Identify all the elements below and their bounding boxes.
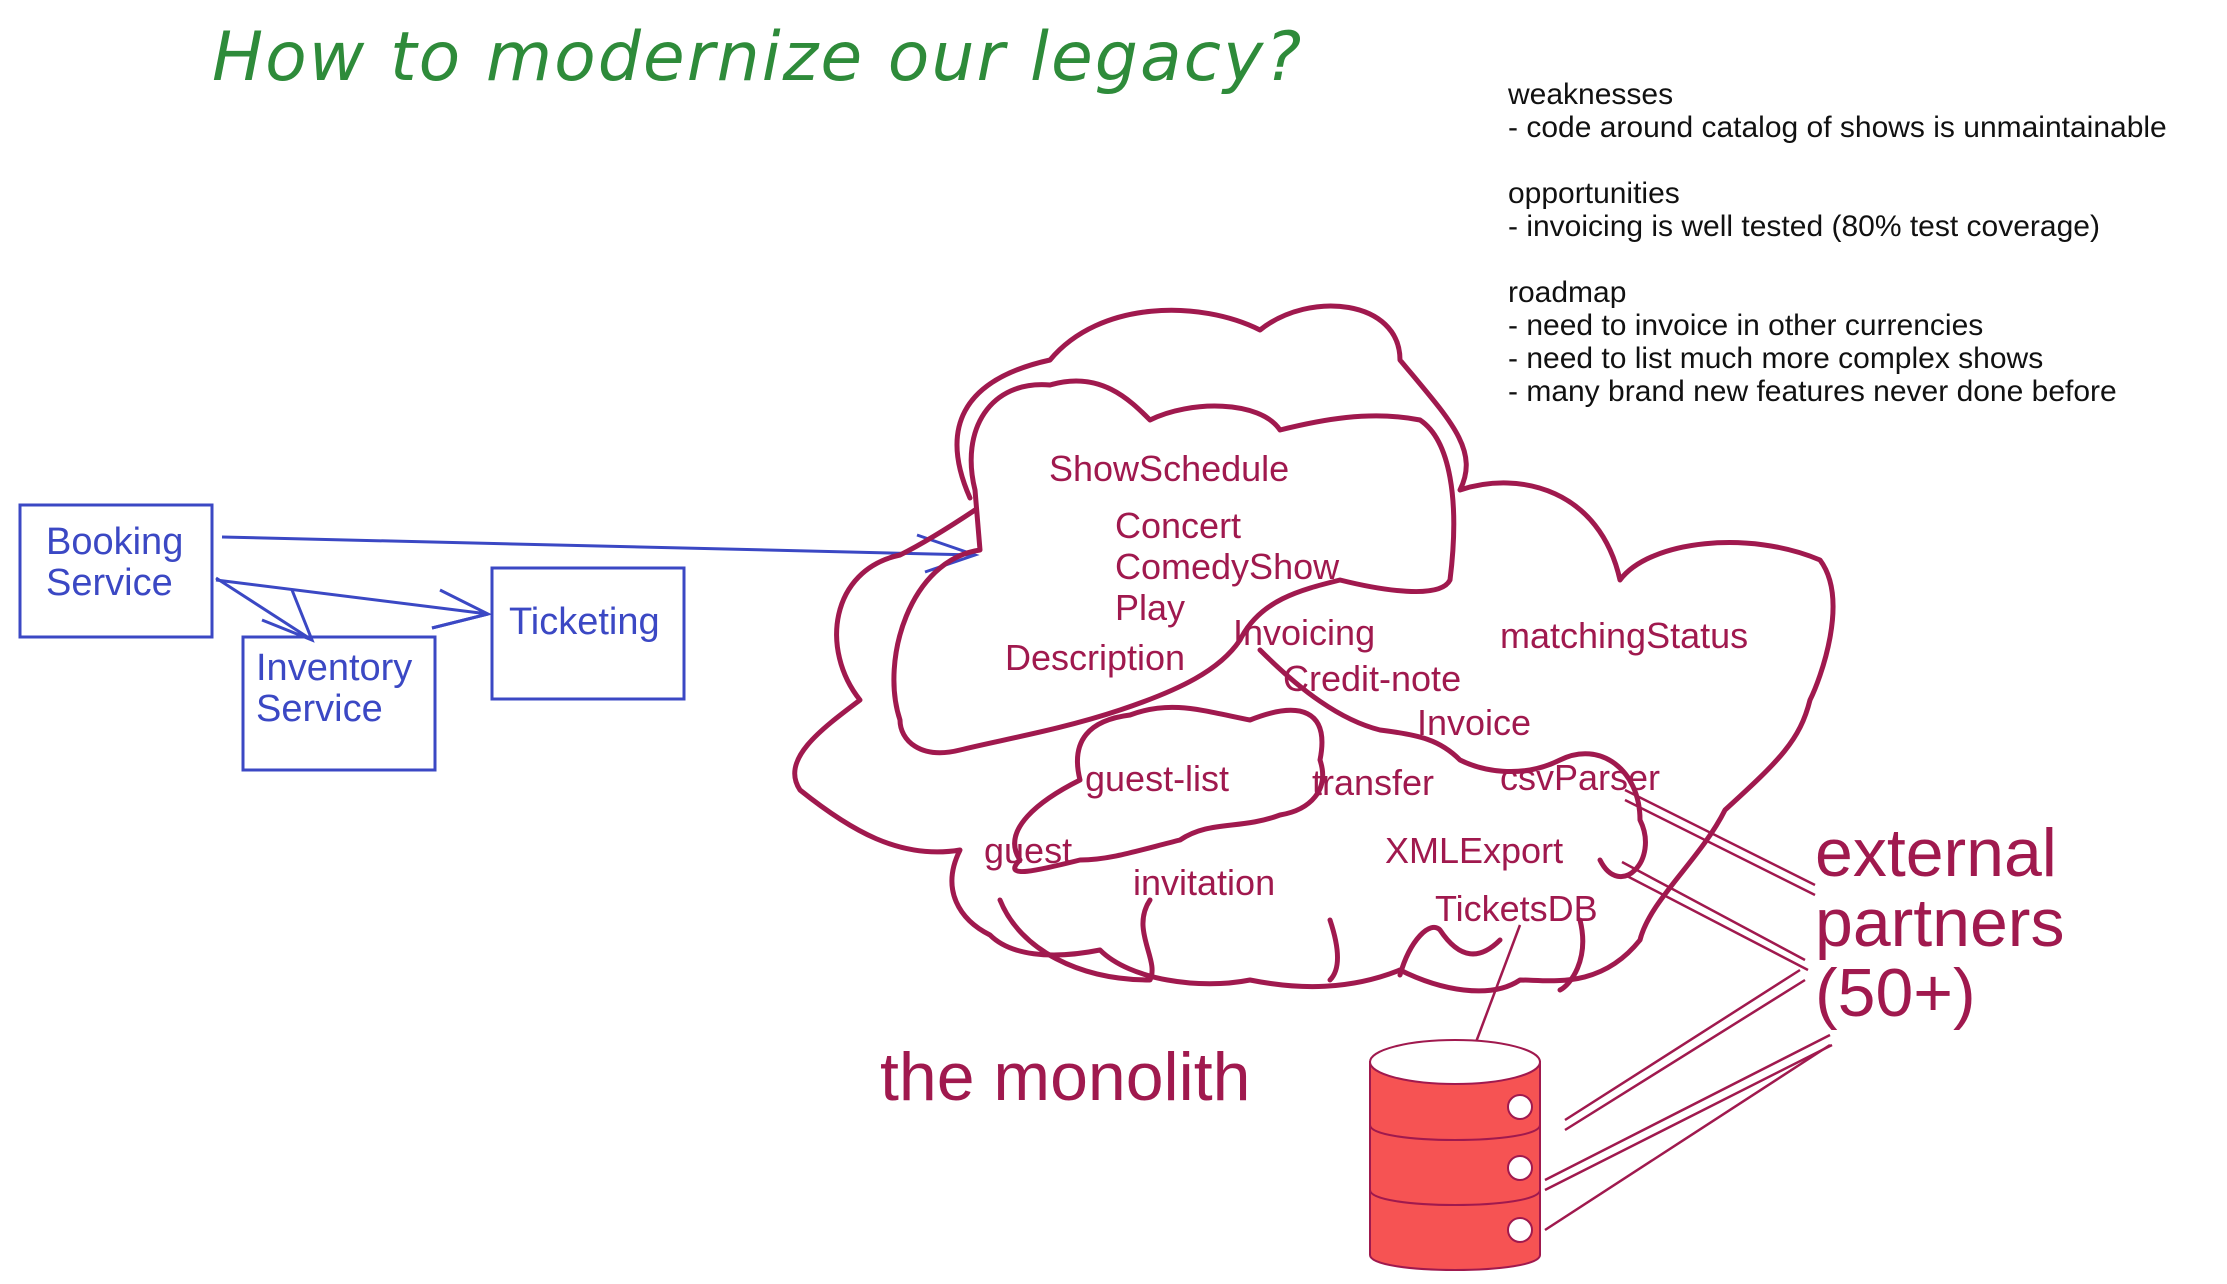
opportunity-item: - invoicing is well tested (80% test cov… — [1508, 210, 2100, 243]
inventory-service-label: Inventory Service — [256, 647, 413, 730]
term-comedy-show: ComedyShow — [1115, 546, 1340, 587]
roadmap-heading: roadmap — [1508, 276, 1627, 309]
partner-line-4 — [1544, 1033, 1833, 1192]
weakness-item: - code around catalog of shows is unmain… — [1508, 111, 2167, 144]
term-guest-list: guest-list — [1085, 758, 1230, 799]
arrow-booking-to-monolith — [221, 533, 980, 574]
external-partners-label: external partners (50+) — [1815, 815, 2065, 1031]
term-xml-export: XMLExport — [1385, 830, 1564, 871]
term-play: Play — [1115, 587, 1186, 628]
monolith-guest-cloud — [1012, 704, 1326, 874]
arrow-inventory-to-ticketing — [431, 612, 489, 630]
inventory-service-box — [241, 635, 437, 772]
term-transfer: transfer — [1312, 762, 1435, 803]
term-invoice: Invoice — [1417, 702, 1532, 743]
monolith-export-cloud — [1327, 917, 1586, 993]
diagram-title: How to modernize our legacy? — [212, 18, 1304, 97]
opportunities-heading: opportunities — [1508, 177, 1680, 210]
monolith-invoice-cloud — [1257, 647, 1648, 880]
roadmap-item: - need to invoice in other currencies — [1508, 309, 1984, 342]
roadmap-item: - many brand new features never done bef… — [1508, 375, 2117, 408]
ticketing-box — [490, 566, 686, 701]
term-description: Description — [1005, 637, 1186, 678]
partner-line-3 — [1564, 968, 1806, 1132]
term-show-schedule: ShowSchedule — [1049, 448, 1290, 489]
partner-line-5 — [1544, 1043, 1831, 1232]
monolith-outer-cloud — [792, 303, 1836, 994]
booking-service-box — [18, 503, 214, 639]
monolith-label: the monolith — [880, 1039, 1251, 1115]
tickets-database — [1369, 1039, 1541, 1271]
roadmap-item: - need to list much more complex shows — [1508, 342, 2044, 375]
term-csv-parser: csvParser — [1500, 757, 1661, 798]
arrow-booking-to-inventory — [215, 576, 315, 643]
partner-line-1 — [1624, 788, 1816, 897]
weaknesses-heading: weaknesses — [1508, 78, 1674, 111]
monolith-guest-outline — [997, 897, 1155, 983]
booking-service-label: Booking Service — [46, 521, 184, 604]
term-invoicing: Invoicing — [1233, 612, 1376, 653]
partner-line-2 — [1621, 860, 1809, 972]
term-matching-status: matchingStatus — [1500, 615, 1749, 656]
term-credit-note: Credit-note — [1283, 658, 1462, 699]
term-tickets-db: TicketsDB — [1435, 888, 1598, 929]
term-invitation: invitation — [1133, 862, 1276, 903]
term-guest: guest — [984, 830, 1073, 871]
swot-notes: weaknesses - code around catalog of show… — [1508, 78, 2167, 408]
db-connection — [1468, 924, 1522, 1059]
ticketing-label: Ticketing — [509, 601, 660, 643]
term-concert: Concert — [1115, 505, 1242, 546]
monolith-catalog-cloud — [891, 378, 1457, 756]
